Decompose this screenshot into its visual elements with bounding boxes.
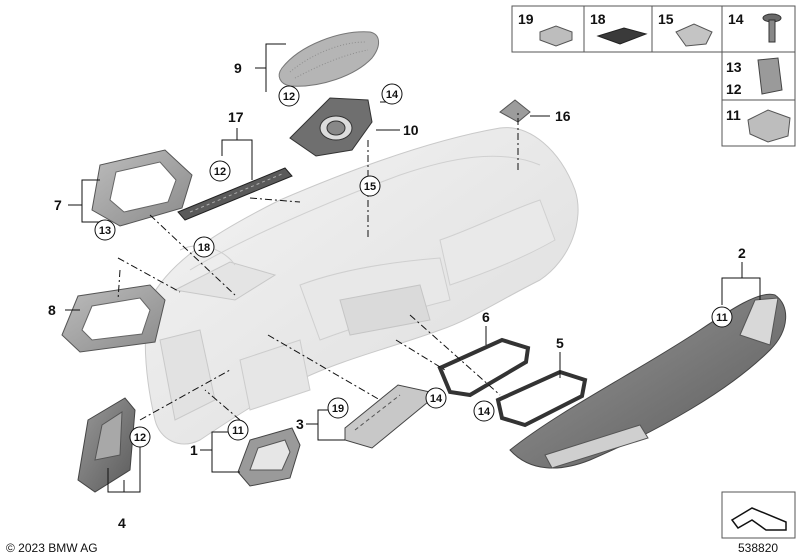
callout-14-part5: 14 bbox=[473, 400, 495, 422]
callout-19-part3: 19 bbox=[327, 397, 349, 419]
callout-11-part1: 11 bbox=[227, 419, 249, 441]
svg-text:11: 11 bbox=[716, 312, 728, 324]
callout-12-part4: 12 bbox=[129, 426, 151, 448]
leader-lines bbox=[65, 43, 761, 493]
callout-14-part6: 14 bbox=[425, 387, 447, 409]
small-parts-legend: 19 18 15 14 13 12 11 bbox=[511, 5, 796, 147]
label-8: 8 bbox=[48, 302, 56, 318]
label-7: 7 bbox=[54, 197, 62, 213]
callout-13: 13 bbox=[94, 219, 116, 241]
legend-num-15: 15 bbox=[658, 11, 674, 27]
svg-text:12: 12 bbox=[283, 91, 295, 103]
callout-12-part17: 12 bbox=[209, 160, 231, 182]
legend-pad-18 bbox=[596, 27, 648, 45]
svg-text:13: 13 bbox=[99, 225, 111, 237]
svg-text:14: 14 bbox=[430, 393, 443, 405]
part-10-bracket bbox=[289, 97, 373, 157]
legend-num-19: 19 bbox=[518, 11, 534, 27]
svg-text:18: 18 bbox=[198, 242, 210, 254]
label-3: 3 bbox=[296, 416, 304, 432]
dashboard-carrier bbox=[144, 127, 579, 445]
label-6: 6 bbox=[482, 309, 490, 325]
part-3-bracket bbox=[344, 384, 431, 449]
legend-nut-15 bbox=[675, 23, 713, 47]
callout-14-part10: 14 bbox=[381, 83, 403, 105]
copyright: © 2023 BMW AG bbox=[6, 541, 98, 555]
part-9-speaker-grille bbox=[278, 31, 379, 87]
svg-text:11: 11 bbox=[232, 425, 244, 437]
label-2: 2 bbox=[738, 245, 746, 261]
part-16-small-grille bbox=[499, 99, 531, 123]
legend-num-13: 13 bbox=[726, 59, 742, 75]
callout-15: 15 bbox=[359, 175, 381, 197]
label-4: 4 bbox=[118, 515, 126, 531]
diagram-number: 538820 bbox=[738, 541, 779, 555]
assembly-lines bbox=[117, 112, 519, 421]
legend-clip-19 bbox=[539, 25, 573, 47]
part-2-trim-strip bbox=[509, 293, 787, 469]
legend-num-12: 12 bbox=[726, 81, 742, 97]
label-17: 17 bbox=[228, 109, 244, 125]
part-7-trim-frame bbox=[91, 149, 193, 227]
part-6-frame bbox=[437, 337, 531, 398]
label-16: 16 bbox=[555, 108, 571, 124]
callout-12-part9: 12 bbox=[278, 85, 300, 107]
callout-11-part2: 11 bbox=[711, 306, 733, 328]
part-4-side-cover bbox=[77, 397, 136, 493]
label-9: 9 bbox=[234, 60, 242, 76]
svg-text:12: 12 bbox=[214, 166, 226, 178]
label-5: 5 bbox=[556, 335, 564, 351]
callout-18: 18 bbox=[193, 236, 215, 258]
legend-clip-11 bbox=[747, 109, 791, 143]
legend-num-14: 14 bbox=[728, 11, 744, 27]
legend-num-18: 18 bbox=[590, 11, 606, 27]
part-labels: 9 10 16 17 7 8 4 1 3 6 5 2 bbox=[48, 60, 746, 531]
svg-text:15: 15 bbox=[364, 181, 376, 193]
part-17-vent-strip bbox=[177, 167, 293, 221]
circle-callouts: 12 14 15 12 13 18 12 11 19 14 14 11 bbox=[94, 83, 733, 448]
view-orientation-icon bbox=[721, 491, 796, 539]
svg-text:12: 12 bbox=[134, 432, 146, 444]
svg-text:19: 19 bbox=[332, 403, 344, 415]
svg-text:14: 14 bbox=[386, 89, 399, 101]
legend-num-11: 11 bbox=[726, 107, 741, 123]
svg-text:14: 14 bbox=[478, 406, 491, 418]
part-8-trim-frame bbox=[61, 284, 166, 353]
part-1-vent-housing bbox=[237, 427, 301, 487]
label-10: 10 bbox=[403, 122, 419, 138]
legend-clip-13-12 bbox=[757, 57, 783, 95]
label-1: 1 bbox=[190, 442, 198, 458]
